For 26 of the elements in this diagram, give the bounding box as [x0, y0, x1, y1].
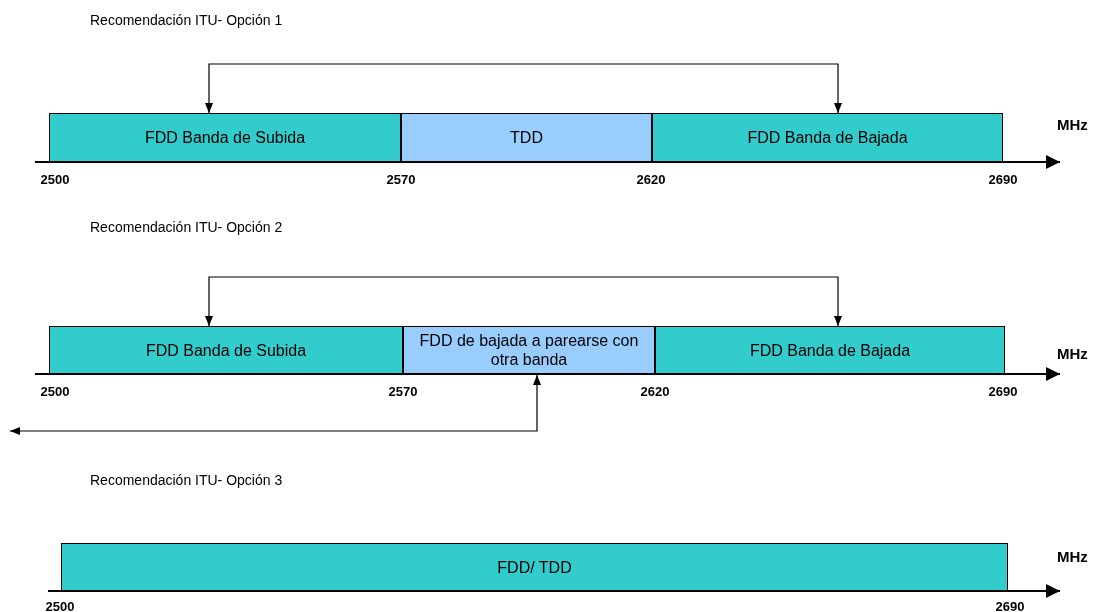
frequency-band: FDD de bajada a parearse con otra banda [403, 326, 655, 374]
tick-label: 2500 [45, 599, 75, 612]
unit-label: MHz [1057, 116, 1088, 133]
tick-label: 2620 [636, 172, 666, 187]
frequency-band: FDD Banda de Bajada [652, 113, 1003, 162]
tick-label: 2690 [995, 599, 1025, 612]
frequency-band: FDD Banda de Subida [49, 326, 403, 374]
tick-label: 2570 [388, 384, 418, 399]
tick-label: 2690 [988, 172, 1018, 187]
section-title: Recomendación ITU- Opción 3 [90, 472, 283, 488]
unit-label: MHz [1057, 345, 1088, 362]
section-title: Recomendación ITU- Opción 1 [90, 12, 283, 28]
tick-label: 2500 [40, 384, 70, 399]
frequency-band: FDD Banda de Subida [49, 113, 401, 162]
frequency-band: FDD/ TDD [61, 543, 1008, 591]
tick-label: 2620 [640, 384, 670, 399]
tick-label: 2500 [40, 172, 70, 187]
frequency-band: FDD Banda de Bajada [655, 326, 1005, 374]
arrow [205, 276, 842, 327]
arrow [9, 374, 541, 435]
arrow [205, 63, 842, 114]
frequency-band: TDD [401, 113, 652, 162]
section-title: Recomendación ITU- Opción 2 [90, 219, 283, 235]
tick-label: 2690 [988, 384, 1018, 399]
tick-label: 2570 [386, 172, 416, 187]
unit-label: MHz [1057, 548, 1088, 565]
